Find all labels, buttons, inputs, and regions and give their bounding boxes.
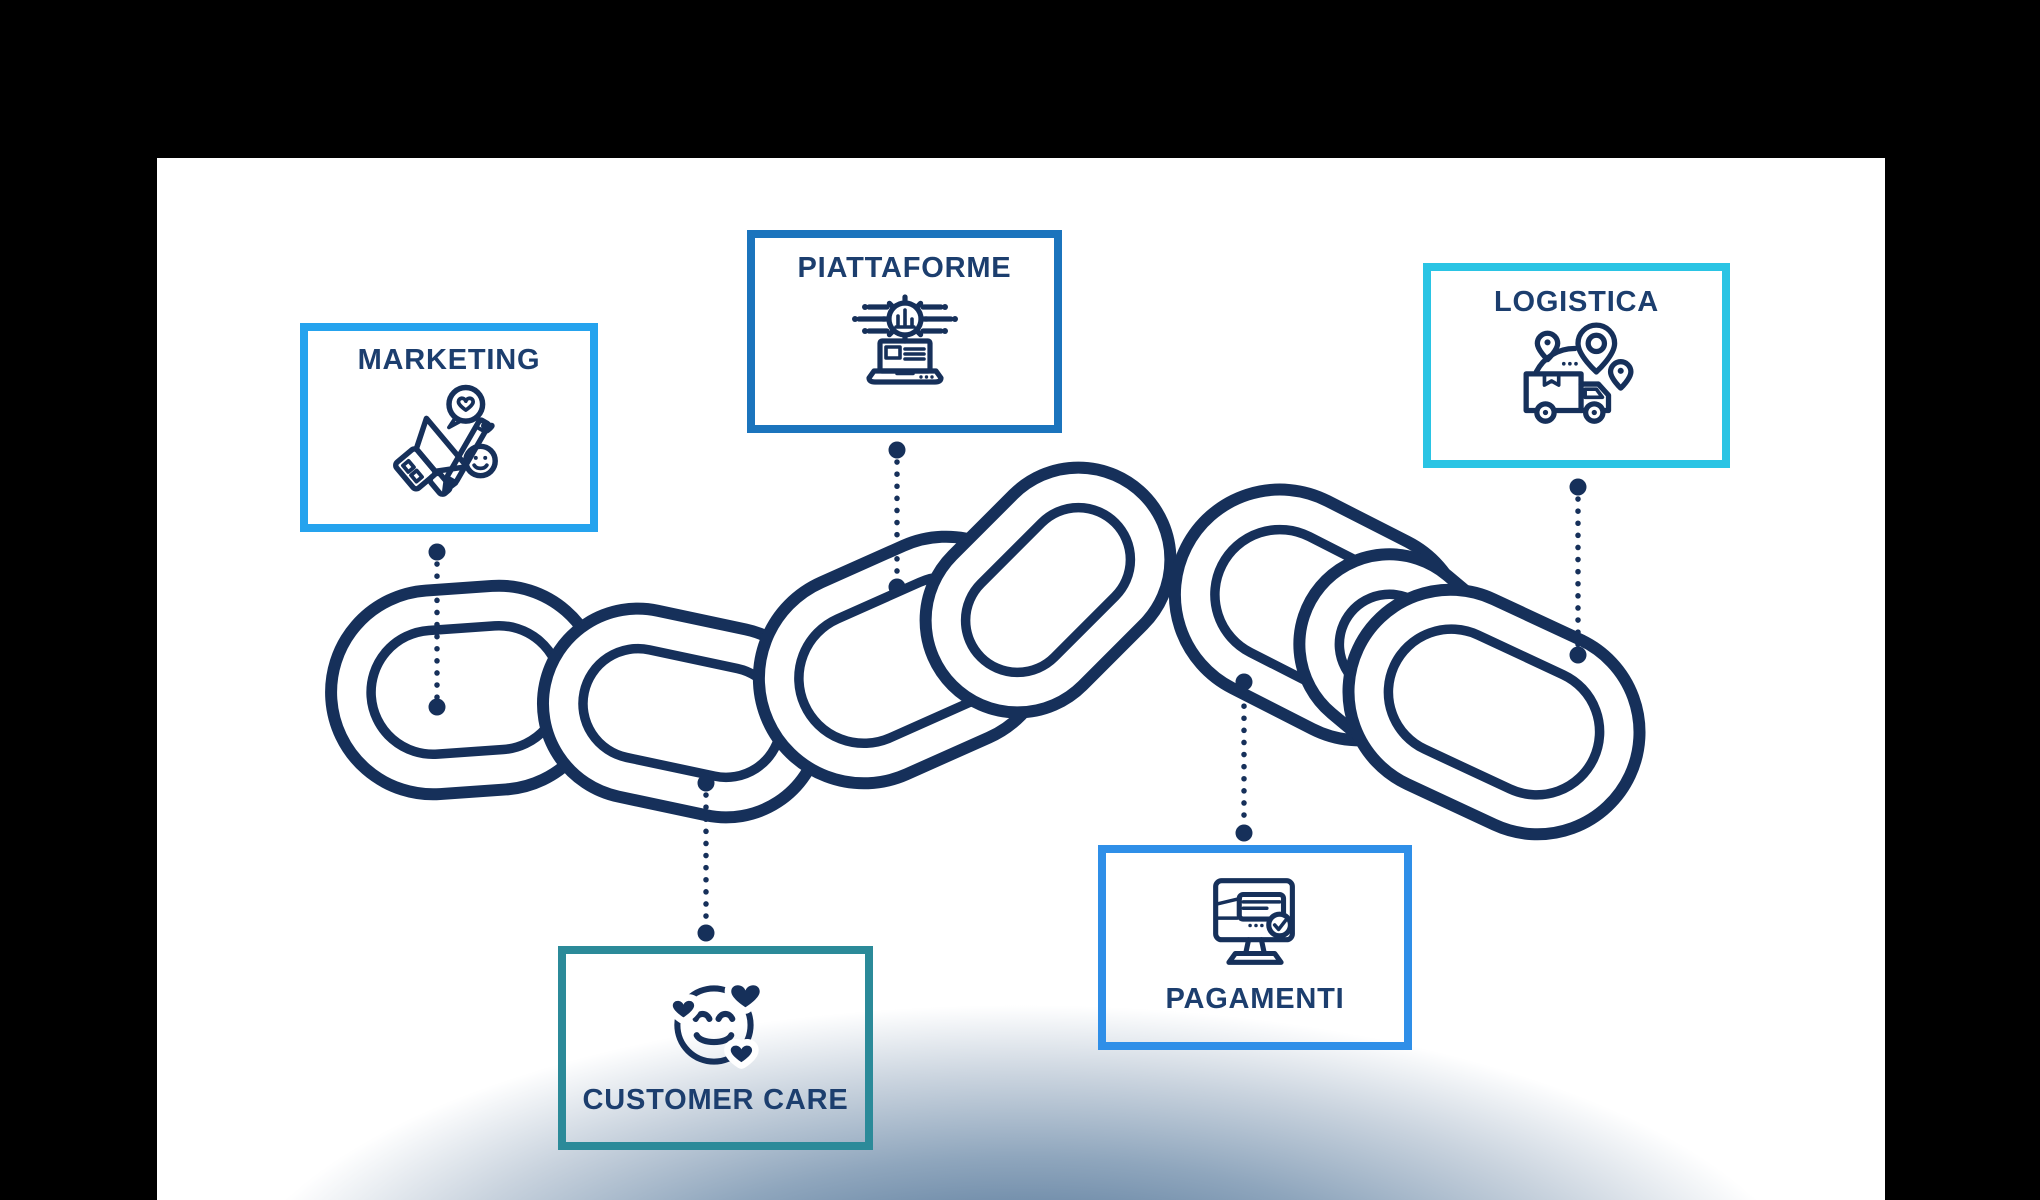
connector-lines [428, 441, 1587, 942]
node-piattaforme-label: PIATTAFORME [797, 252, 1012, 284]
connector-marketing [428, 543, 446, 716]
chain-link-4 [919, 461, 1177, 719]
node-marketing: MARKETING [300, 323, 598, 532]
delivery-truck-map-pins-icon [1523, 322, 1634, 425]
node-marketing-label: MARKETING [357, 344, 541, 376]
diagram-canvas: MARKETING PIATTAFORM [157, 158, 1885, 1200]
connector-customer-care [697, 774, 715, 942]
smiling-face-hearts-icon [665, 978, 766, 1069]
node-customer-care: CUSTOMER CARE [558, 946, 873, 1150]
monitor-payment-check-icon [1213, 878, 1295, 965]
connector-pagamenti [1235, 673, 1253, 842]
chain-illustration [325, 461, 1646, 841]
laptop-analytics-gear-icon [851, 294, 958, 385]
node-logistica-label: LOGISTICA [1493, 286, 1660, 318]
connector-piattaforme [888, 441, 906, 596]
node-pagamenti: PAGAMENTI [1098, 845, 1412, 1050]
chain-link-7 [1342, 583, 1646, 841]
connector-logistica [1569, 478, 1587, 664]
node-logistica: LOGISTICA [1423, 263, 1730, 468]
node-customer-care-label: CUSTOMER CARE [582, 1084, 849, 1116]
node-pagamenti-label: PAGAMENTI [1165, 983, 1345, 1015]
megaphone-hearts-icon [393, 385, 498, 498]
node-piattaforme: PIATTAFORME [747, 230, 1062, 433]
